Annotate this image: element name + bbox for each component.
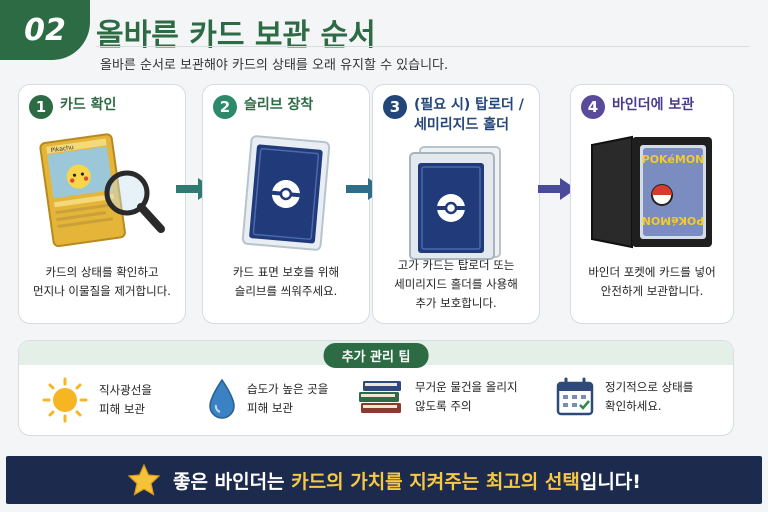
step-title: 바인더에 보관	[612, 97, 695, 113]
binder-card-logo: POKéMON	[642, 214, 705, 227]
step-title: 슬리브 장착	[244, 97, 314, 113]
sun-icon	[42, 377, 88, 423]
tip-text: 무거운 물건을 올리지 않도록 주의	[415, 380, 518, 413]
sleeved-card-illustration	[203, 133, 369, 253]
binder-card-logo: POKéMON	[642, 153, 705, 166]
calendar-icon	[556, 377, 594, 416]
step-number: 3	[383, 95, 407, 119]
step-number: 1	[29, 95, 53, 119]
page-title: 올바른 카드 보관 순서	[96, 18, 376, 53]
tip-item: 정기적으로 상태를 확인하세요.	[555, 377, 693, 417]
toploader-card-illustration	[373, 143, 539, 263]
title-divider	[96, 46, 750, 47]
tips-panel: 추가 관리 팁 직사광선을 피해 보관 습도가 높은 곳을 피해 보관	[18, 340, 734, 436]
card-inspection-illustration: Pikachu	[19, 133, 185, 253]
step-description: 바인더 포켓에 카드를 넣어 안전하게 보관합니다.	[588, 265, 716, 298]
binder-illustration: POKéMON POKéMON	[571, 133, 733, 253]
tip-text: 정기적으로 상태를 확인하세요.	[605, 380, 694, 413]
step-number: 2	[213, 95, 237, 119]
footer-message: 좋은 바인더는 카드의 가치를 지켜주는 최고의 선택입니다!	[173, 470, 641, 493]
step-binder: 4 바인더에 보관 POKéMON POKéMON 바인더 포켓에 카드를 넣어…	[570, 84, 734, 324]
step-description: 카드 표면 보호를 위해 슬리브를 씌워주세요.	[232, 265, 340, 298]
step-toploader: 3 (필요 시) 탑로더 / 세미리지드 홀더 고가 카드는 탑로더 또는 세미…	[372, 84, 540, 324]
step-description: 카드의 상태를 확인하고 먼지나 이물질을 제거합니다.	[33, 265, 171, 298]
tip-item: 직사광선을 피해 보관	[41, 377, 152, 423]
page-subtitle: 올바른 순서로 보관해야 카드의 상태를 오래 유지할 수 있습니다.	[100, 58, 449, 73]
section-number-badge: 02	[0, 0, 90, 60]
step-title: 카드 확인	[60, 97, 117, 113]
tip-item: 습도가 높은 곳을 피해 보관	[207, 377, 328, 421]
step-title: (필요 시) 탑로더 / 세미리지드 홀더	[414, 97, 524, 133]
tip-text: 직사광선을 피해 보관	[99, 383, 152, 416]
footer-banner: 좋은 바인더는 카드의 가치를 지켜주는 최고의 선택입니다!	[6, 456, 762, 504]
books-icon	[359, 381, 401, 413]
step-sleeve: 2 슬리브 장착 카드 표면 보호를 위해 슬리브를 씌워주세요.	[202, 84, 370, 324]
card-name-text: Pikachu	[50, 144, 74, 154]
tips-label: 추가 관리 팁	[323, 343, 429, 368]
arrow-right-icon	[538, 178, 576, 200]
step-number: 4	[581, 95, 605, 119]
star-icon	[127, 464, 161, 496]
step-description: 고가 카드는 탑로더 또는 세미리지드 홀더를 사용해 추가 보호합니다.	[394, 258, 518, 310]
tip-text: 습도가 높은 곳을 피해 보관	[247, 382, 329, 415]
tip-item: 무거운 물건을 올리지 않도록 주의	[357, 377, 518, 417]
step-card-check: 1 카드 확인 Pikachu 카드의 상태를 확인하고 먼지나 이물질을 제거	[18, 84, 186, 324]
water-drop-icon	[209, 378, 235, 419]
